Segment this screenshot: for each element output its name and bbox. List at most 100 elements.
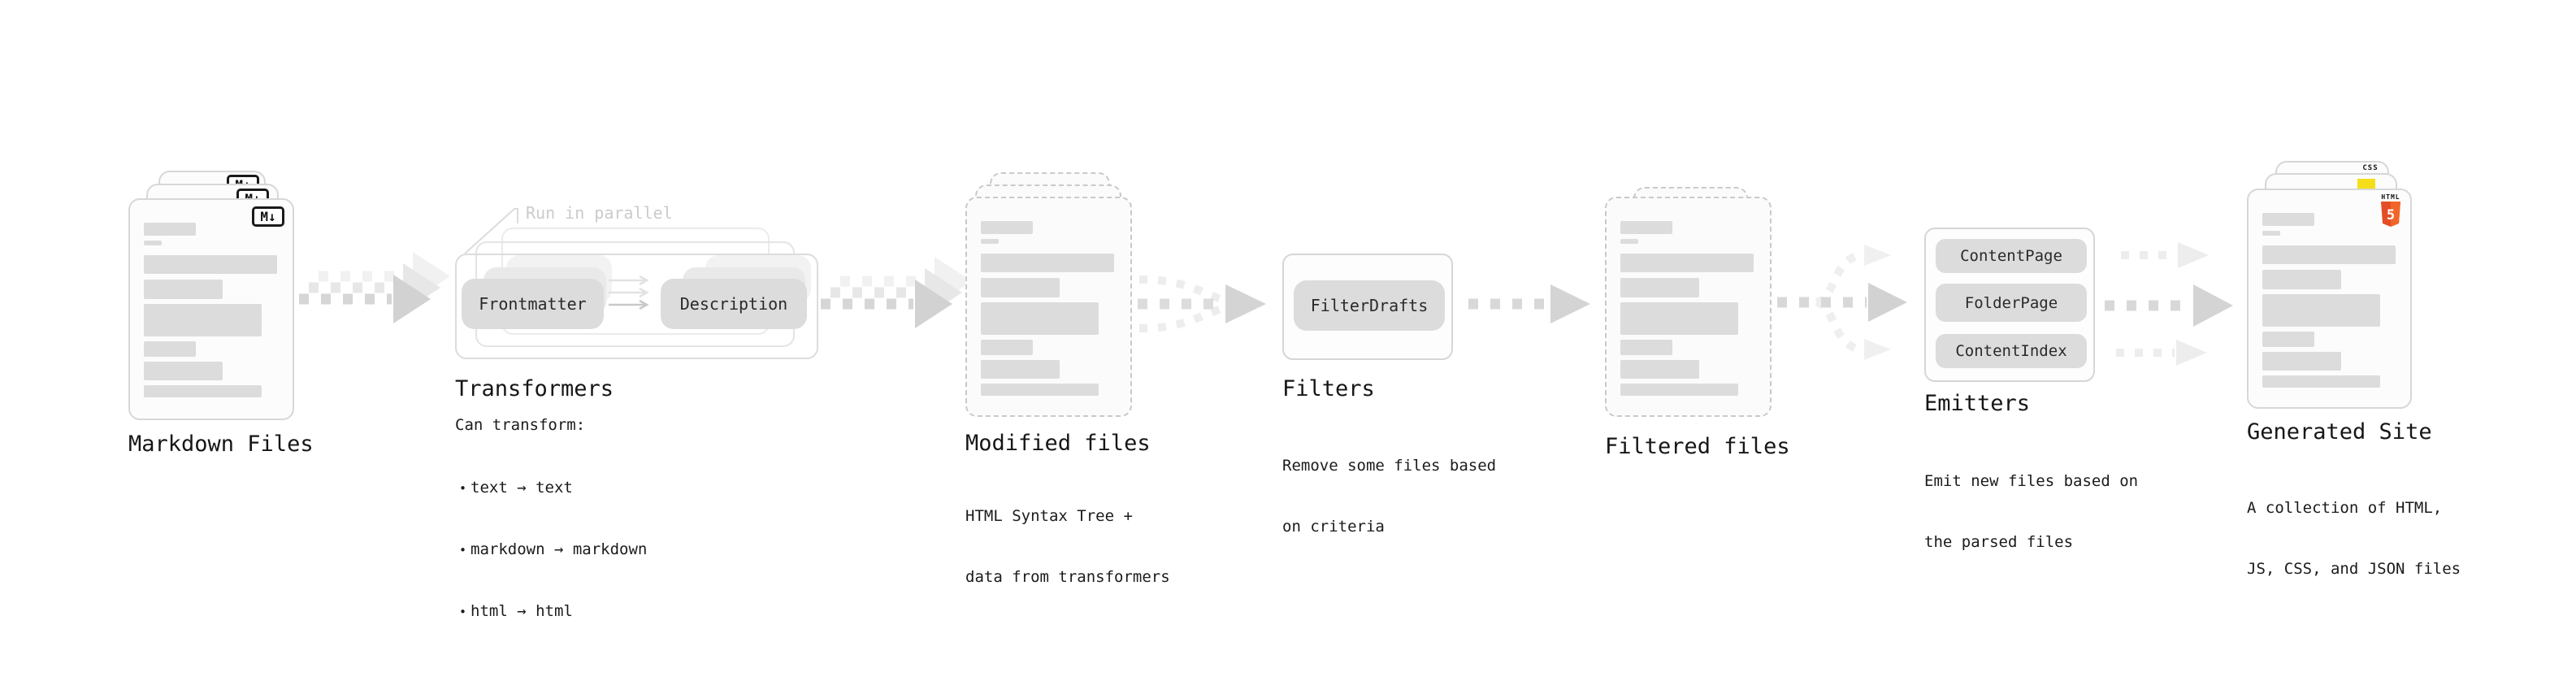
filters-label: Filters xyxy=(1282,376,1375,401)
run-in-parallel-annotation: Run in parallel xyxy=(526,203,673,223)
text-placeholder-bar xyxy=(2262,213,2314,226)
transform-bullet-item: • text → text xyxy=(455,478,647,499)
site-file-card-html: HTML 5 xyxy=(2247,189,2412,409)
html5-shield: 5 xyxy=(2381,202,2400,227)
text-placeholder-bar xyxy=(981,384,1099,396)
text-placeholder-bar xyxy=(144,223,196,236)
transformer-group-box-front xyxy=(455,254,818,359)
text-placeholder-bar xyxy=(981,340,1033,355)
text-placeholder-bar xyxy=(2262,352,2341,371)
text-placeholder-bar xyxy=(1620,302,1738,335)
text-placeholder-bar xyxy=(144,385,262,397)
html5-icon: HTML 5 xyxy=(2380,193,2401,228)
text-placeholder-bar xyxy=(144,241,162,245)
text-placeholder-bar xyxy=(981,278,1060,297)
text-placeholder-bar xyxy=(1620,340,1672,355)
emitter-pill-contentpage: ContentPage xyxy=(1936,239,2087,273)
text-placeholder-bar xyxy=(1620,254,1754,272)
bullet-dot: • xyxy=(458,605,467,619)
bullet-text: text → text xyxy=(471,479,573,497)
filter-pill-filterdrafts: FilterDrafts xyxy=(1294,280,1445,331)
text-placeholder-bar xyxy=(144,304,262,336)
text-placeholder-bar xyxy=(144,255,277,274)
arrow-markdown-to-transformers xyxy=(299,252,450,323)
html5-numeral: 5 xyxy=(2387,207,2395,223)
text-placeholder-bar xyxy=(981,360,1060,379)
filters-desc: Remove some files based on criteria xyxy=(1282,415,1496,578)
emitter-pill-contentindex: ContentIndex xyxy=(1936,334,2087,368)
filtered-files-stack xyxy=(1605,187,1776,423)
filtered-files-label: Filtered files xyxy=(1605,434,1790,459)
markdown-file-card-front: M↓ xyxy=(128,198,294,420)
filters-box: FilterDrafts xyxy=(1282,254,1453,360)
text-placeholder-bar xyxy=(144,341,196,357)
desc-line: data from transformers xyxy=(965,568,1170,586)
text-placeholder-bar xyxy=(2262,245,2396,264)
markdown-files-stack: M↓ M↓ M↓ xyxy=(128,171,304,423)
desc-line: the parsed files xyxy=(1924,533,2074,551)
transform-bullet-item: • html → html xyxy=(455,601,647,622)
css-icon-label: CSS xyxy=(2362,164,2379,172)
text-placeholder-bar xyxy=(1620,221,1672,234)
generated-site-stack: CSS HTML 5 xyxy=(2247,161,2418,413)
modified-files-desc: HTML Syntax Tree + data from transformer… xyxy=(965,466,1170,628)
desc-line: on criteria xyxy=(1282,518,1385,536)
document-content-placeholder xyxy=(1607,198,1770,396)
text-placeholder-bar xyxy=(981,302,1099,335)
transform-bullet-item: •markdown → markdown xyxy=(455,540,647,561)
document-content-placeholder xyxy=(967,198,1130,396)
text-placeholder-bar xyxy=(1620,239,1638,244)
emitter-pill-folderpage: FolderPage xyxy=(1936,284,2087,322)
text-placeholder-bar xyxy=(2262,231,2280,236)
modified-files-label: Modified files xyxy=(965,431,1151,456)
bullet-text: html → html xyxy=(471,602,573,620)
arrow-filters-to-filtered xyxy=(1468,284,1590,323)
text-placeholder-bar xyxy=(981,221,1033,234)
filtered-file-card-front xyxy=(1605,197,1772,417)
text-placeholder-bar xyxy=(144,280,223,299)
text-placeholder-bar xyxy=(2262,294,2380,327)
parallel-flow-arrows xyxy=(609,275,649,310)
run-in-parallel-leader-line xyxy=(464,208,518,254)
arrow-modified-to-filters-merge xyxy=(1138,275,1266,332)
arrow-filtered-to-emitters-fanout xyxy=(1777,245,1907,360)
transformer-pill-frontmatter: Frontmatter xyxy=(462,279,604,329)
document-content-placeholder xyxy=(130,200,293,397)
text-placeholder-bar xyxy=(981,254,1114,272)
emitters-desc: Emit new files based on the parsed files xyxy=(1924,431,2138,593)
text-placeholder-bar xyxy=(981,239,999,244)
markdown-icon: M↓ xyxy=(252,206,284,227)
arrow-emitter-bottom-to-site xyxy=(2116,340,2207,366)
text-placeholder-bar xyxy=(1620,384,1738,396)
arrow-emitter-top-to-site xyxy=(2121,242,2209,268)
transformers-bullet-list: • text → text •markdown → markdown • html … xyxy=(455,437,647,663)
modified-file-card-front xyxy=(965,197,1132,417)
text-placeholder-bar xyxy=(2262,332,2314,347)
desc-line: A collection of HTML, xyxy=(2247,499,2443,517)
text-placeholder-bar xyxy=(2262,270,2341,289)
html5-icon-word: HTML xyxy=(2381,193,2400,201)
arrow-transformers-to-modified xyxy=(821,257,972,328)
transformer-pill-description: Description xyxy=(661,279,807,329)
bullet-dot: • xyxy=(458,481,467,496)
emitters-box: ContentPage FolderPage ContentIndex xyxy=(1924,228,2095,382)
emitters-label: Emitters xyxy=(1924,391,2031,416)
generated-site-label: Generated Site xyxy=(2247,419,2432,445)
markdown-files-label: Markdown Files xyxy=(128,432,314,457)
js-icon xyxy=(2357,179,2375,189)
text-placeholder-bar xyxy=(1620,278,1699,297)
generated-site-desc: A collection of HTML, JS, CSS, and JSON … xyxy=(2247,458,2461,620)
bullet-text: markdown → markdown xyxy=(471,540,648,558)
modified-files-stack xyxy=(965,172,1136,420)
arrow-emitter-middle-to-site xyxy=(2105,284,2233,327)
desc-line: Remove some files based xyxy=(1282,457,1497,475)
text-placeholder-bar xyxy=(144,362,223,380)
text-placeholder-bar xyxy=(2262,375,2380,388)
transformers-label: Transformers xyxy=(455,376,614,401)
desc-line: JS, CSS, and JSON files xyxy=(2247,560,2461,578)
text-placeholder-bar xyxy=(1620,360,1699,379)
desc-line: HTML Syntax Tree + xyxy=(965,507,1133,525)
document-content-placeholder xyxy=(2249,190,2410,388)
transformers-desc-title: Can transform: xyxy=(455,416,586,434)
